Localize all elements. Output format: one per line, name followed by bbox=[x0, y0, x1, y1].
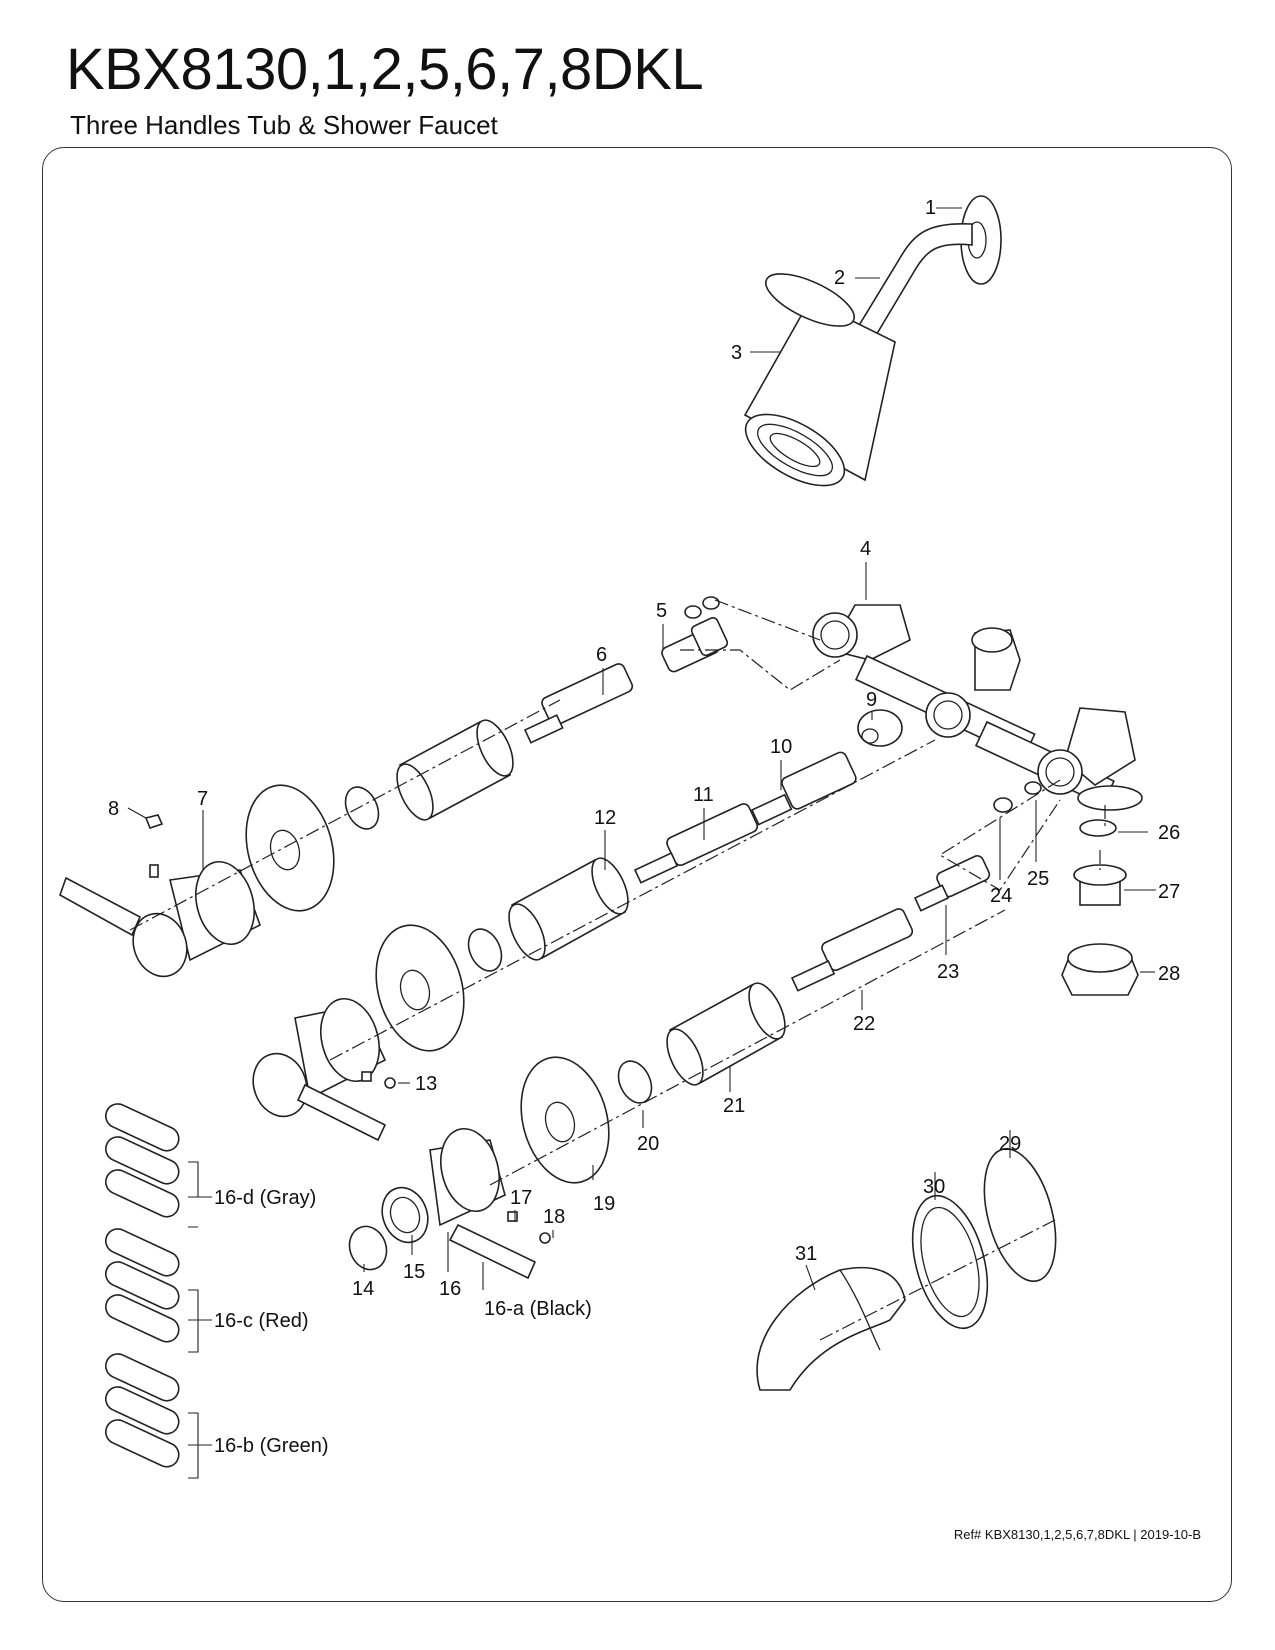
oring-top-part bbox=[344, 786, 380, 830]
cartridge-23-part bbox=[913, 855, 991, 912]
label-part-23: 23 bbox=[937, 961, 959, 983]
label-part-2: 2 bbox=[834, 267, 845, 289]
label-part-21: 21 bbox=[723, 1095, 745, 1117]
handle-top-part bbox=[59, 860, 261, 978]
label-part-9: 9 bbox=[866, 689, 877, 711]
label-part-19: 19 bbox=[593, 1193, 615, 1215]
cartridge-10-part bbox=[750, 751, 857, 826]
label-part-11: 11 bbox=[693, 784, 714, 806]
sleeve-top-part bbox=[396, 719, 514, 821]
handle-set-green bbox=[105, 1353, 180, 1468]
label-part-15: 15 bbox=[403, 1261, 425, 1283]
tub-spout-31-part bbox=[756, 1266, 906, 1391]
label-part-6: 6 bbox=[596, 644, 607, 666]
label-part-16a: 16-a (Black) bbox=[484, 1298, 592, 1320]
washer-26-part bbox=[1079, 819, 1117, 837]
stem-extension-11-part bbox=[633, 803, 759, 884]
label-part-20: 20 bbox=[637, 1133, 659, 1155]
escutcheon-middle-part bbox=[375, 924, 465, 1052]
label-part-16d: 16-d (Gray) bbox=[214, 1187, 316, 1209]
ring-30-part bbox=[911, 1194, 989, 1330]
nut-24-25-part bbox=[993, 781, 1042, 813]
leader-lines bbox=[127, 207, 1156, 1291]
page-subtitle: Three Handles Tub & Shower Faucet bbox=[70, 110, 498, 140]
stem-extension-22-part bbox=[790, 908, 914, 992]
label-part-5: 5 bbox=[656, 600, 667, 622]
label-part-30: 30 bbox=[923, 1176, 945, 1198]
label-part-22: 22 bbox=[853, 1013, 875, 1035]
shower-head-part bbox=[743, 273, 896, 487]
bracket-16d bbox=[188, 1161, 212, 1228]
adapter-27-part bbox=[1073, 864, 1127, 906]
label-part-25: 25 bbox=[1027, 868, 1049, 890]
bracket-16c bbox=[188, 1289, 212, 1353]
diagram-frame bbox=[42, 147, 1232, 1602]
label-part-29: 29 bbox=[999, 1133, 1021, 1155]
label-part-24: 24 bbox=[990, 885, 1012, 907]
axis-fitting bbox=[1099, 805, 1106, 870]
label-part-18: 18 bbox=[543, 1206, 565, 1228]
label-part-13: 13 bbox=[415, 1073, 437, 1095]
stem-extension-6-part bbox=[523, 663, 634, 744]
label-part-16: 16 bbox=[439, 1278, 461, 1300]
label-part-4: 4 bbox=[860, 538, 871, 560]
handle-set-gray bbox=[105, 1103, 180, 1218]
axis-bottom-b bbox=[938, 779, 1061, 891]
label-part-1: 1 bbox=[925, 197, 936, 219]
handle-set-red bbox=[105, 1228, 180, 1343]
gasket-29-part bbox=[983, 1147, 1057, 1283]
page-title: KBX8130,1,2,5,6,7,8DKL bbox=[66, 37, 704, 102]
label-part-28: 28 bbox=[1158, 963, 1180, 985]
cartridge-5-part bbox=[661, 596, 729, 673]
oring-20-part bbox=[617, 1060, 653, 1104]
bracket-16b bbox=[188, 1412, 212, 1479]
axis-middle bbox=[329, 739, 936, 1061]
shower-arm-part bbox=[853, 222, 973, 344]
axis-bottom bbox=[489, 909, 1006, 1186]
axis-top-b bbox=[129, 699, 561, 931]
reference-number: Ref# KBX8130,1,2,5,6,7,8DKL | 2019-10-B bbox=[953, 1527, 1201, 1542]
label-part-16c: 16-c (Red) bbox=[214, 1310, 308, 1332]
label-part-7: 7 bbox=[197, 788, 208, 810]
handle-bottom-part bbox=[348, 1127, 551, 1280]
label-part-14: 14 bbox=[352, 1278, 374, 1300]
escutcheon-19-part bbox=[520, 1056, 610, 1184]
sleeve-bottom-part bbox=[666, 982, 786, 1086]
escutcheon-top-part bbox=[245, 784, 335, 912]
axis-spout bbox=[819, 1219, 1056, 1341]
handle-middle-part bbox=[252, 997, 387, 1142]
adapter-9-part bbox=[857, 709, 903, 747]
oring-middle-part bbox=[467, 928, 503, 972]
label-part-3: 3 bbox=[731, 342, 742, 364]
set-screw-13-part bbox=[361, 1071, 396, 1089]
label-part-31: 31 bbox=[795, 1243, 817, 1265]
nut-28-part bbox=[1061, 943, 1139, 996]
label-part-12: 12 bbox=[594, 807, 616, 829]
valve-body-part bbox=[812, 604, 1143, 811]
label-part-8: 8 bbox=[108, 798, 119, 820]
label-part-26: 26 bbox=[1158, 822, 1180, 844]
axis-top-a bbox=[680, 599, 841, 691]
label-part-17: 17 bbox=[510, 1187, 532, 1209]
label-part-27: 27 bbox=[1158, 881, 1180, 903]
sleeve-middle-part bbox=[508, 857, 629, 961]
label-part-10: 10 bbox=[770, 736, 792, 758]
set-screw-8-part bbox=[144, 814, 164, 878]
label-part-16b: 16-b (Green) bbox=[214, 1435, 329, 1457]
